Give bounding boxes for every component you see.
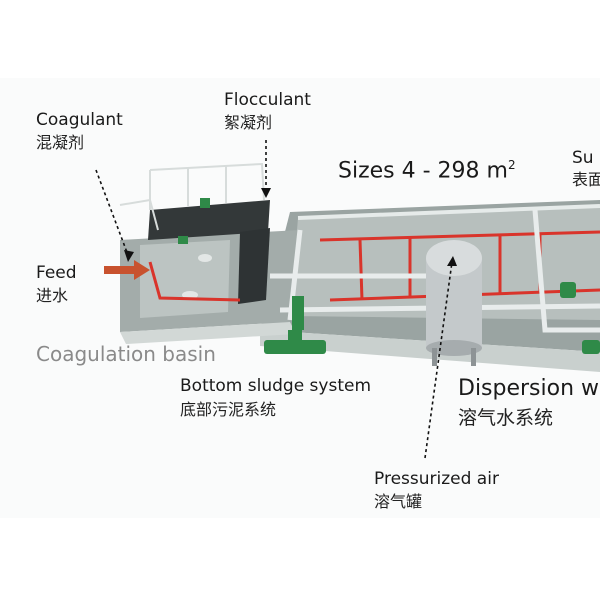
coagulant-arrowhead — [124, 250, 134, 262]
sludge-label-zh: 底部污泥系统 — [180, 400, 277, 419]
coagulant-label: Coagulant — [36, 110, 123, 130]
sludge-label: Bottom sludge system — [180, 376, 372, 396]
feed-label: Feed — [36, 263, 77, 283]
surface-label: Su — [572, 148, 594, 168]
flocculant-label: Flocculant — [224, 90, 311, 110]
coagulant-label-zh: 混凝剂 — [36, 133, 85, 152]
pressurized-air-tank — [426, 240, 482, 366]
sizes-text: Sizes 4 - 298 m — [338, 158, 508, 184]
pressurized-air-label: Pressurized air — [374, 469, 499, 489]
flocculant-label-zh: 絮凝剂 — [224, 113, 273, 132]
surface-label-zh: 表面 — [572, 170, 600, 189]
dispersion-label-zh: 溶气水系统 — [458, 407, 554, 429]
callout-lines — [95, 140, 453, 459]
air-arrowhead — [447, 256, 457, 266]
green-pumps — [178, 198, 600, 354]
sizes-label: Sizes 4 - 298 m2 — [338, 152, 516, 184]
sizes-unit-sup: 2 — [507, 158, 516, 172]
dispersion-label: Dispersion w — [458, 376, 600, 401]
coagulation-basin-label: Coagulation basin — [36, 342, 216, 366]
feed-arrow — [104, 260, 150, 280]
pressurized-air-label-zh: 溶气罐 — [374, 492, 423, 511]
flocculant-arrowhead — [261, 188, 271, 198]
feed-label-zh: 进水 — [36, 286, 69, 305]
